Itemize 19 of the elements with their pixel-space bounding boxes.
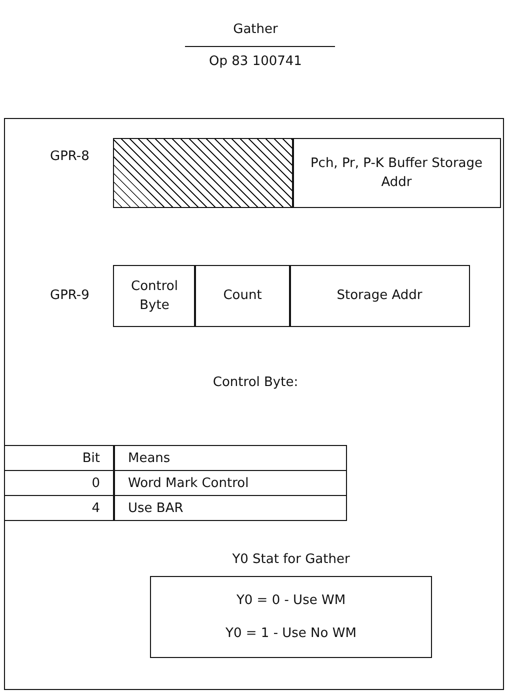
status-line: Y0 = 0 - Use WM: [236, 592, 346, 610]
table-cell: Means: [113, 445, 347, 471]
table-cell: 4: [4, 495, 115, 521]
status-box: [150, 576, 432, 658]
register-label: GPR-8: [50, 149, 90, 164]
table-cell: Word Mark Control: [113, 470, 347, 496]
register-field: Storage Addr: [289, 265, 470, 327]
title: Gather: [232, 22, 279, 37]
box-heading: Y0 Stat for Gather: [231, 552, 351, 567]
status-line: Y0 = 1 - Use No WM: [226, 624, 356, 643]
register-field: Count: [194, 265, 291, 327]
section-heading: Control Byte:: [212, 375, 300, 390]
table-cell: Bit: [4, 445, 115, 471]
opcode-label: Op 83 100741: [208, 54, 303, 69]
register-field: Pch, Pr, P-K Buffer Storage Addr: [292, 138, 501, 208]
register-field: Control Byte: [113, 265, 196, 327]
register-label: GPR-9: [50, 288, 90, 303]
hatched-field: [113, 138, 294, 208]
table-cell: Use BAR: [113, 495, 347, 521]
